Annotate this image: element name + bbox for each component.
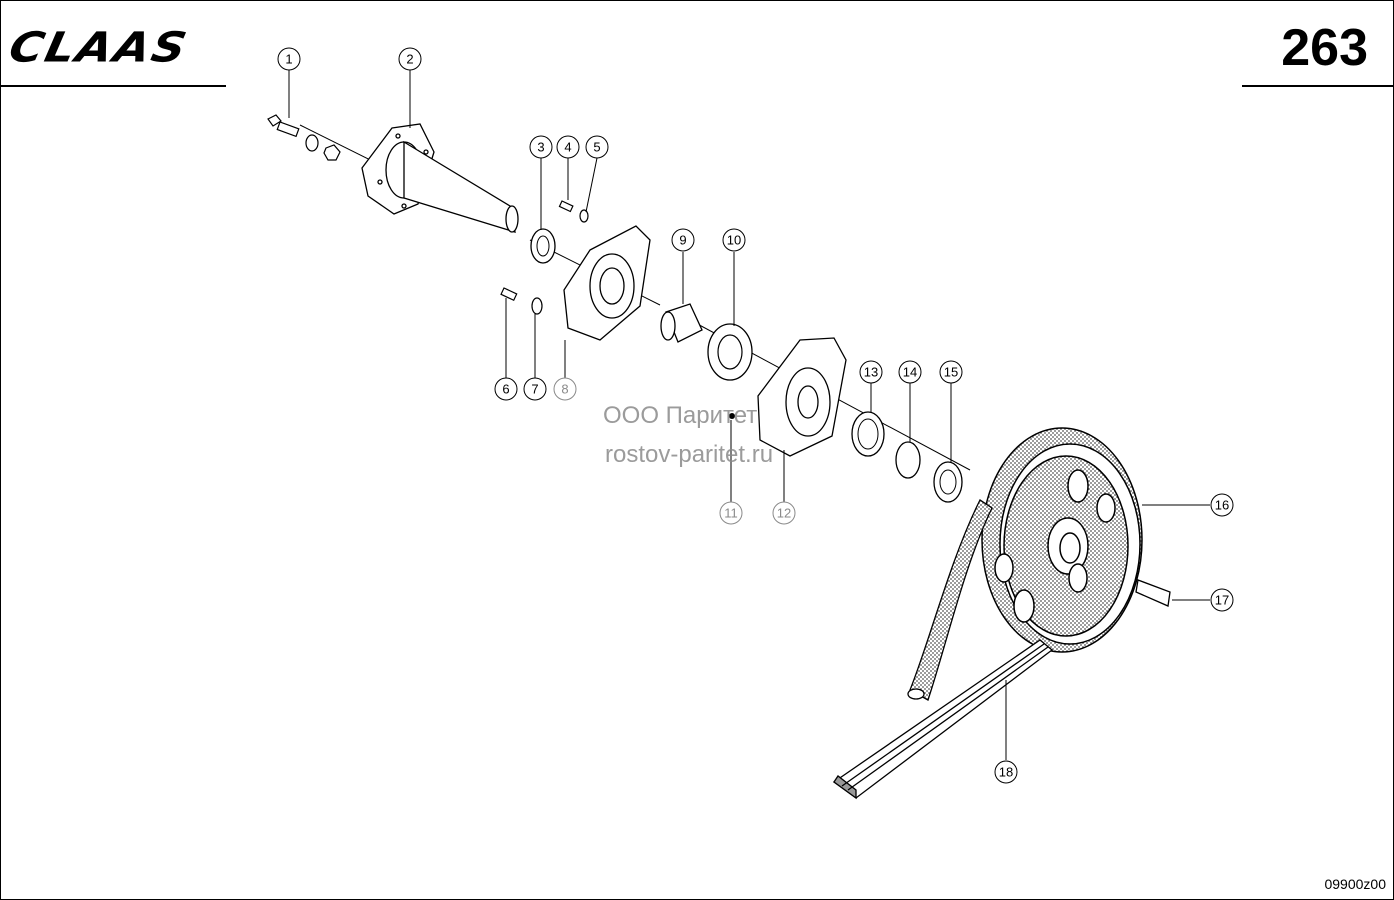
svg-text:6: 6 (502, 382, 509, 397)
svg-text:13: 13 (864, 365, 878, 380)
callout-4: 4 (556, 135, 580, 159)
part-bolt (267, 114, 300, 138)
part-bearing-housing (563, 225, 651, 341)
part-sleeve (660, 303, 703, 343)
part-key (1135, 579, 1171, 607)
svg-text:3: 3 (537, 140, 544, 155)
callout-7: 7 (523, 377, 547, 401)
part-grease-nipple (729, 413, 735, 419)
callout-12: 12 (772, 501, 796, 525)
svg-text:2: 2 (406, 52, 413, 67)
part-small-screw (558, 200, 574, 213)
watermark-company: ООО Паритет (603, 402, 758, 429)
drawing-number: 09900z00 (1324, 876, 1386, 892)
callout-11: 11 (719, 501, 743, 525)
part-v-belt (832, 499, 1054, 800)
callout-2: 2 (398, 47, 422, 71)
svg-text:14: 14 (903, 365, 917, 380)
svg-text:7: 7 (531, 382, 538, 397)
svg-text:18: 18 (999, 765, 1013, 780)
part-nut (323, 144, 341, 161)
page-number: 263 (1281, 19, 1368, 77)
svg-text:15: 15 (944, 365, 958, 380)
part-washer-2 (531, 297, 543, 315)
callout-14: 14 (898, 360, 922, 384)
part-pulley (981, 427, 1143, 653)
leader-lines (288, 70, 1210, 760)
svg-text:10: 10 (727, 233, 741, 248)
part-washer (305, 134, 319, 152)
svg-text:9: 9 (679, 233, 686, 248)
svg-text:16: 16 (1215, 498, 1229, 513)
part-screw (500, 287, 518, 302)
part-circlip (895, 441, 921, 479)
callout-16: 16 (1210, 493, 1234, 517)
part-small-washer (579, 209, 589, 223)
watermark-url: rostov-paritet.ru (605, 441, 774, 468)
part-cover-flange (757, 337, 847, 457)
callout-1: 1 (277, 47, 301, 71)
callout-3: 3 (529, 135, 553, 159)
svg-text:17: 17 (1215, 593, 1229, 608)
svg-text:4: 4 (564, 140, 571, 155)
svg-text:1: 1 (285, 52, 292, 67)
part-flanged-shaft (361, 123, 519, 233)
callout-8: 8 (553, 377, 577, 401)
callout-15: 15 (939, 360, 963, 384)
svg-text:5: 5 (593, 140, 600, 155)
callout-10: 10 (722, 228, 746, 252)
callout-6: 6 (494, 377, 518, 401)
callout-17: 17 (1210, 588, 1234, 612)
callout-9: 9 (671, 228, 695, 252)
svg-text:11: 11 (724, 506, 738, 521)
callout-5: 5 (585, 135, 609, 159)
callout-13: 13 (859, 360, 883, 384)
svg-text:12: 12 (777, 506, 791, 521)
callout-18: 18 (994, 760, 1018, 784)
callouts: 1 2 3 4 5 6 7 8 9 10 11 12 13 14 15 16 1… (277, 47, 1234, 784)
svg-text:8: 8 (561, 382, 568, 397)
